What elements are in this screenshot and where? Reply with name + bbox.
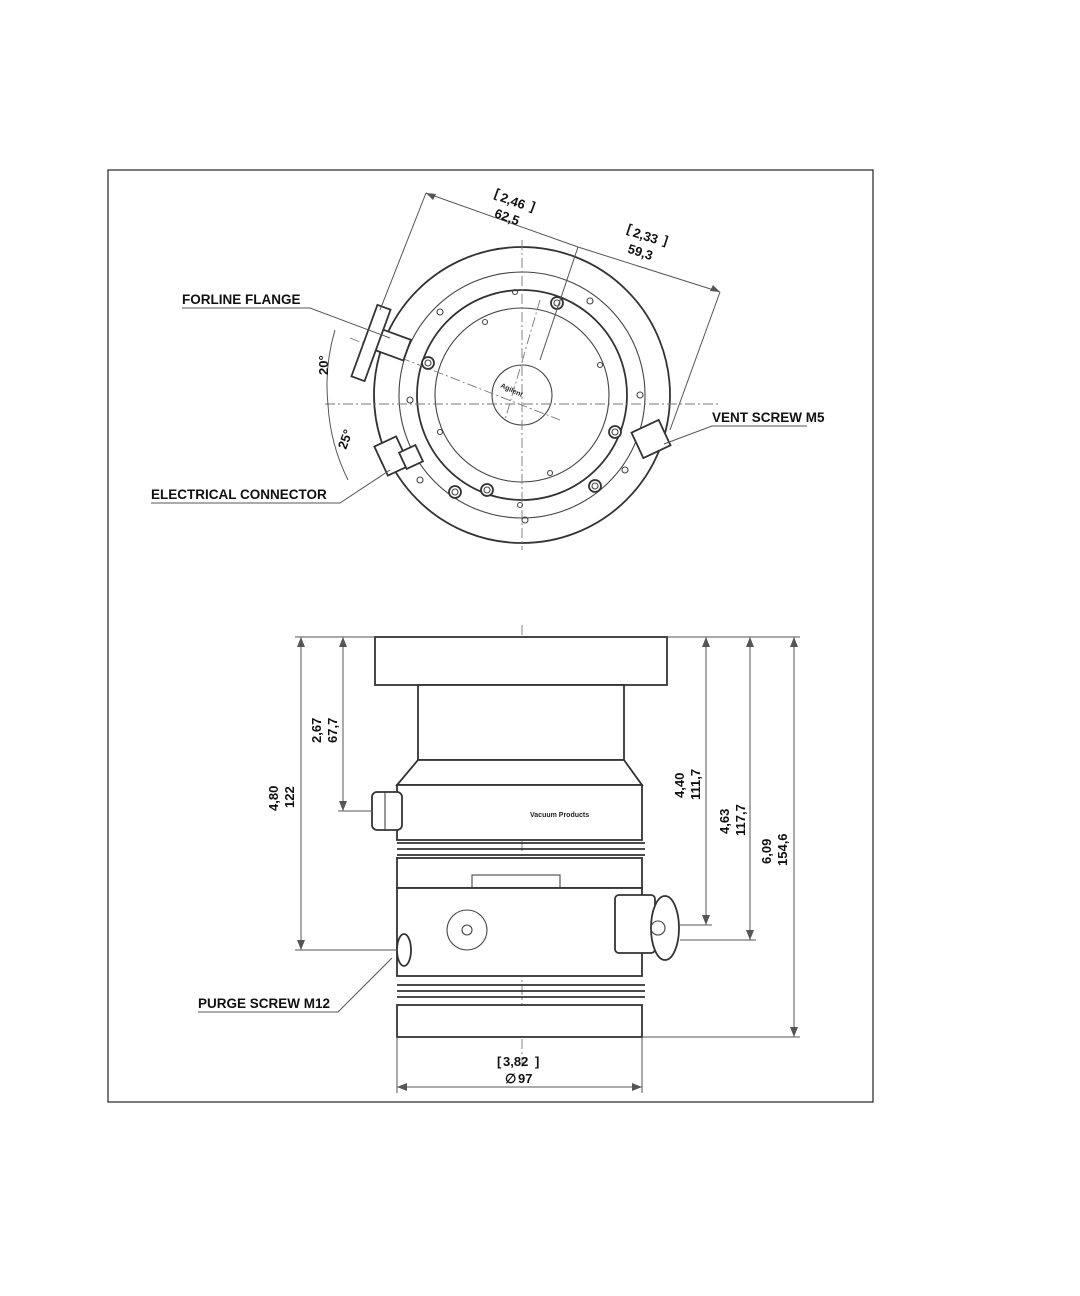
lower-housing-band <box>397 858 642 888</box>
dim-67-7: 2,67 67,7 <box>309 718 340 743</box>
bolt-holes <box>422 297 621 498</box>
agilent-logo: Agilent <box>499 382 524 399</box>
svg-text:111,7: 111,7 <box>688 769 703 800</box>
vent-screw-label: VENT SCREW M5 <box>712 410 825 425</box>
top-view: Agilent 20° 25° 2,46 [ ] 62,5 2,33 [ ] 5… <box>151 185 825 550</box>
base <box>397 1005 642 1037</box>
side-view: Vacuum Products <box>198 625 800 1093</box>
svg-text:[: [ <box>497 1054 502 1069</box>
svg-text:]: ] <box>535 1054 539 1069</box>
svg-text:122: 122 <box>282 786 297 808</box>
svg-text:4,80: 4,80 <box>266 786 281 811</box>
electrical-connector-part <box>374 436 423 475</box>
dim-122: 4,80 122 <box>266 786 297 811</box>
dim-111-7: 4,40 111,7 <box>672 769 703 800</box>
dim-59-3: 2,33 [ ] 59,3 <box>619 221 670 266</box>
top-flange <box>375 637 667 685</box>
angle-20-label: 20° <box>316 355 331 375</box>
middle-housing <box>397 785 642 840</box>
forline-port-side <box>372 792 402 830</box>
svg-text:4,63: 4,63 <box>717 809 732 834</box>
svg-text:2,67: 2,67 <box>309 718 324 743</box>
angle-25-label: 25° <box>335 427 356 451</box>
forline-flange-label: FORLINE FLANGE <box>182 292 301 307</box>
upper-body <box>418 685 624 760</box>
purge-screw-label: PURGE SCREW M12 <box>198 996 330 1011</box>
svg-text:6,09: 6,09 <box>759 839 774 864</box>
vacuum-products-marking: Vacuum Products <box>530 812 589 819</box>
lower-housing <box>397 888 642 976</box>
svg-text:]: ] <box>661 232 670 248</box>
svg-text:]: ] <box>528 198 537 214</box>
svg-text:117,7: 117,7 <box>733 804 748 836</box>
body-taper <box>397 760 642 785</box>
svg-text:3,82: 3,82 <box>503 1054 528 1069</box>
dim-117-7: 4,63 117,7 <box>717 804 748 836</box>
svg-text:97: 97 <box>518 1071 532 1086</box>
dim-62-5: 2,46 [ ] 62,5 <box>486 185 537 231</box>
electrical-connector-label: ELECTRICAL CONNECTOR <box>151 487 327 502</box>
svg-text:154,6: 154,6 <box>775 833 790 866</box>
vent-screw-part <box>631 420 670 458</box>
svg-text:4,40: 4,40 <box>672 773 687 798</box>
dim-diameter-97: [ 3,82 ] ∅ 97 <box>497 1054 539 1086</box>
svg-text:∅: ∅ <box>505 1071 516 1086</box>
purge-screw-part <box>397 934 411 966</box>
dim-154-6: 6,09 154,6 <box>759 833 790 866</box>
connector-body-side <box>615 895 655 953</box>
svg-text:67,7: 67,7 <box>325 718 340 743</box>
